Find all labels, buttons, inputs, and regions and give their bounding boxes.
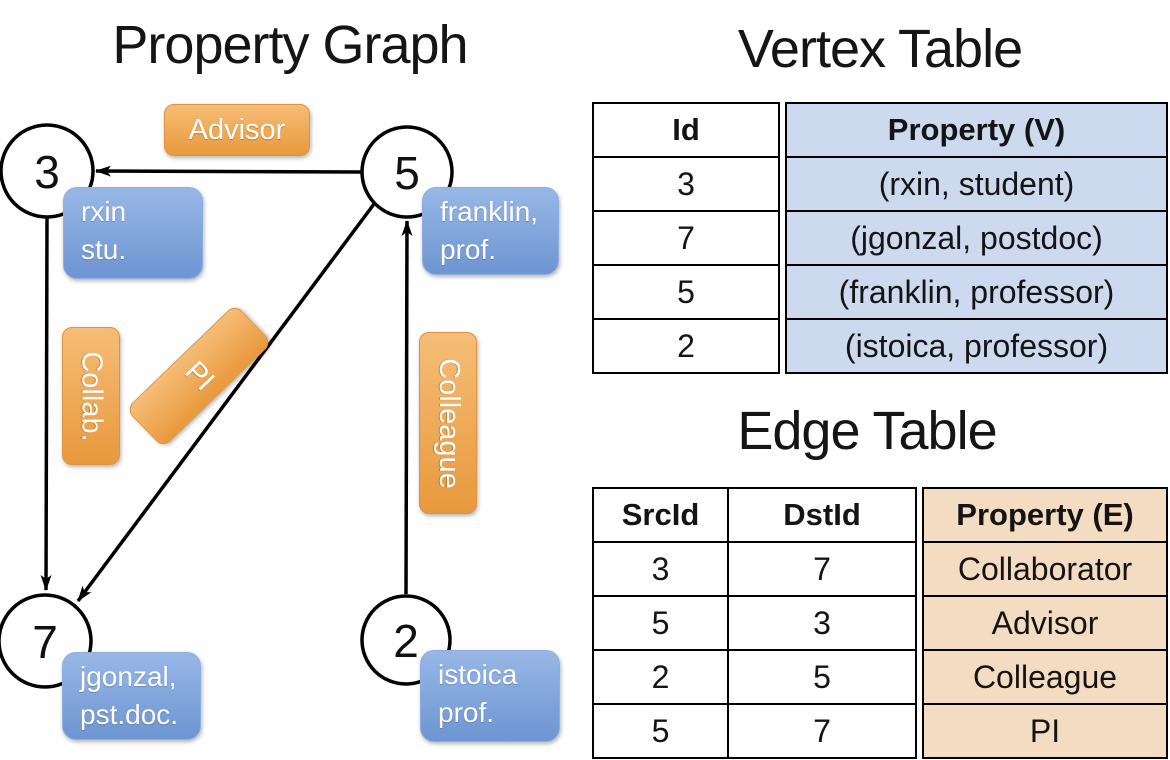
edge-srcid-cell: 2 — [592, 649, 729, 705]
edge-dstid-cell: 5 — [727, 649, 917, 705]
edge-collab-3-to-7 — [40, 217, 52, 591]
vertex-id-cell: 5 — [592, 264, 780, 320]
edge-table-title: Edge Table — [737, 401, 997, 461]
node-property-line: pst.doc. — [80, 699, 179, 730]
edge-table-property-column: Property (E) Collaborator Advisor Collea… — [922, 487, 1168, 759]
table-row: Collaborator — [922, 541, 1168, 597]
table-row: (franklin, professor) — [785, 264, 1168, 320]
edge-srcid-header: SrcId — [592, 487, 729, 543]
vertex-id-cell: 7 — [592, 210, 780, 266]
table-row: 5 — [592, 264, 780, 320]
table-row: Property (V) — [785, 102, 1168, 158]
vertex-id-cell: 2 — [592, 318, 780, 374]
vertex-id-header: Id — [592, 102, 780, 158]
table-row: 5 7 — [592, 703, 917, 759]
node-property-line: prof. — [440, 234, 497, 265]
node-property-line: rxin — [81, 196, 127, 227]
node-property-box-5: franklin, prof. — [422, 187, 559, 275]
table-row: PI — [922, 703, 1168, 759]
table-row: (istoica, professor) — [785, 318, 1168, 374]
edge-dstid-cell: 7 — [727, 541, 917, 597]
node-property-line: jgonzal, — [80, 661, 177, 692]
edge-property-cell: Colleague — [922, 649, 1168, 705]
vertex-property-cell: (jgonzal, postdoc) — [785, 210, 1168, 266]
edge-label-collab: Collab. — [62, 327, 120, 465]
edge-label-collab-text: Collab. — [75, 350, 108, 442]
node-id-3: 3 — [34, 146, 60, 198]
edge-label-pi-text: PI — [178, 354, 221, 397]
node-property-line: franklin, — [440, 196, 539, 227]
vertex-property-header: Property (V) — [785, 102, 1168, 158]
vertex-table-title: Vertex Table — [737, 19, 1023, 79]
table-row: Colleague — [922, 649, 1168, 705]
edge-dstid-cell: 3 — [727, 595, 917, 651]
edge-dstid-cell: 7 — [727, 703, 917, 759]
edge-dstid-header: DstId — [727, 487, 917, 543]
edge-srcid-cell: 5 — [592, 703, 729, 759]
edge-colleague-2-to-5 — [401, 220, 413, 595]
table-row: 7 — [592, 210, 780, 266]
vertex-id-cell: 3 — [592, 156, 780, 212]
node-id-7: 7 — [32, 616, 58, 668]
table-row: Id — [592, 102, 780, 158]
vertex-property-cell: (franklin, professor) — [785, 264, 1168, 320]
table-row: (jgonzal, postdoc) — [785, 210, 1168, 266]
edge-srcid-cell: 3 — [592, 541, 729, 597]
node-property-line: prof. — [438, 697, 495, 728]
property-graph-title: Property Graph — [112, 15, 468, 75]
edge-label-advisor: Advisor — [164, 104, 310, 156]
edge-label-colleague-text: Colleague — [432, 357, 465, 489]
node-property-line: istoica — [438, 659, 518, 690]
table-row: Advisor — [922, 595, 1168, 651]
table-row: Property (E) — [922, 487, 1168, 543]
node-id-2: 2 — [393, 615, 419, 667]
vertex-property-cell: (istoica, professor) — [785, 318, 1168, 374]
table-row: (rxin, student) — [785, 156, 1168, 212]
edge-property-cell: Collaborator — [922, 541, 1168, 597]
table-row: 2 — [592, 318, 780, 374]
edge-property-header: Property (E) — [922, 487, 1168, 543]
edge-advisor-5-to-3 — [95, 165, 362, 177]
edge-label-advisor-text: Advisor — [188, 113, 286, 146]
node-property-box-3: rxin stu. — [63, 187, 203, 279]
node-property-box-2: istoica prof. — [420, 650, 560, 742]
property-graph-canvas: 3 5 7 2 — [0, 123, 454, 689]
edge-property-cell: PI — [922, 703, 1168, 759]
node-property-box-7: jgonzal, pst.doc. — [62, 652, 201, 740]
vertex-table-property-column: Property (V) (rxin, student) (jgonzal, p… — [785, 102, 1168, 374]
table-row: SrcId DstId — [592, 487, 917, 543]
vertex-table-id-column: Id 3 7 5 2 — [592, 102, 780, 374]
table-row: 5 3 — [592, 595, 917, 651]
table-row: 2 5 — [592, 649, 917, 705]
edge-srcid-cell: 5 — [592, 595, 729, 651]
edge-label-colleague: Colleague — [419, 332, 477, 514]
node-id-5: 5 — [394, 147, 420, 199]
table-row: 3 7 — [592, 541, 917, 597]
node-property-line: stu. — [81, 234, 127, 265]
edge-property-cell: Advisor — [922, 595, 1168, 651]
edge-table-id-columns: SrcId DstId 3 7 5 3 2 5 5 7 — [592, 487, 917, 759]
edge-pi-5-to-7 — [76, 202, 376, 603]
vertex-property-cell: (rxin, student) — [785, 156, 1168, 212]
table-row: 3 — [592, 156, 780, 212]
